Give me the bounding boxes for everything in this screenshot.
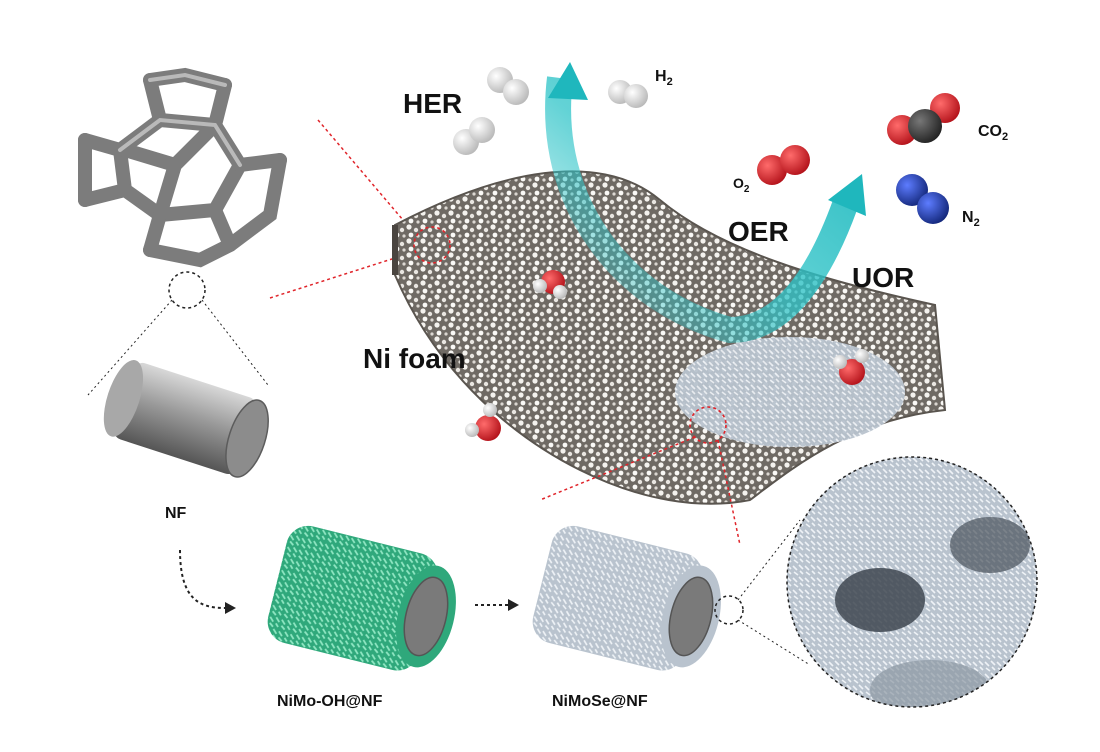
green-fuzzy-cylinder-icon	[267, 525, 456, 671]
o2-label: O2	[733, 175, 750, 195]
h2-label: H2	[655, 68, 673, 88]
cylinder-zoom-ring	[714, 595, 744, 625]
h2-molecule	[608, 80, 648, 108]
nimose-label: NiMoSe@NF	[552, 693, 648, 710]
leader-line	[269, 249, 421, 299]
n2-molecule	[896, 174, 949, 224]
leader-line	[737, 519, 801, 601]
o2-molecule	[757, 145, 810, 185]
co2-molecule	[887, 93, 960, 145]
co2-label: CO2	[978, 123, 1008, 143]
nimo-oh-label: NiMo-OH@NF	[277, 693, 383, 710]
leader-line	[87, 299, 173, 396]
h2o-molecule	[833, 349, 869, 385]
ni-foam-sheet	[392, 170, 947, 505]
h2o-molecule	[465, 403, 501, 441]
h2-molecule	[487, 67, 529, 105]
h2-molecule	[453, 117, 495, 155]
flow-arrow-head	[508, 599, 519, 611]
leader-line	[539, 436, 696, 501]
foam-zoom-ring	[413, 226, 451, 264]
curved-arrow-icon	[545, 62, 866, 344]
flow-arrow-head	[225, 602, 236, 614]
n2-label: N2	[962, 209, 980, 229]
her-label: HER	[403, 88, 462, 119]
ni-skeleton-icon	[78, 67, 287, 268]
metal-cylinder-icon	[103, 360, 269, 478]
skeleton-zoom-ring	[168, 271, 206, 309]
leader-line	[317, 119, 421, 241]
oer-label: OER	[728, 216, 789, 247]
zoom-lens-icon	[786, 456, 1038, 708]
selenide-patch	[675, 337, 905, 447]
h2o-molecule	[533, 270, 567, 299]
flow-arrow	[179, 549, 226, 609]
nf-label: NF	[165, 505, 187, 522]
ni-foam-label: Ni foam	[363, 343, 466, 374]
patch-zoom-ring	[689, 406, 727, 444]
grey-fuzzy-cylinder-icon	[532, 525, 721, 671]
leader-line	[201, 299, 269, 386]
leader-line	[737, 619, 811, 666]
uor-label: UOR	[852, 262, 914, 293]
